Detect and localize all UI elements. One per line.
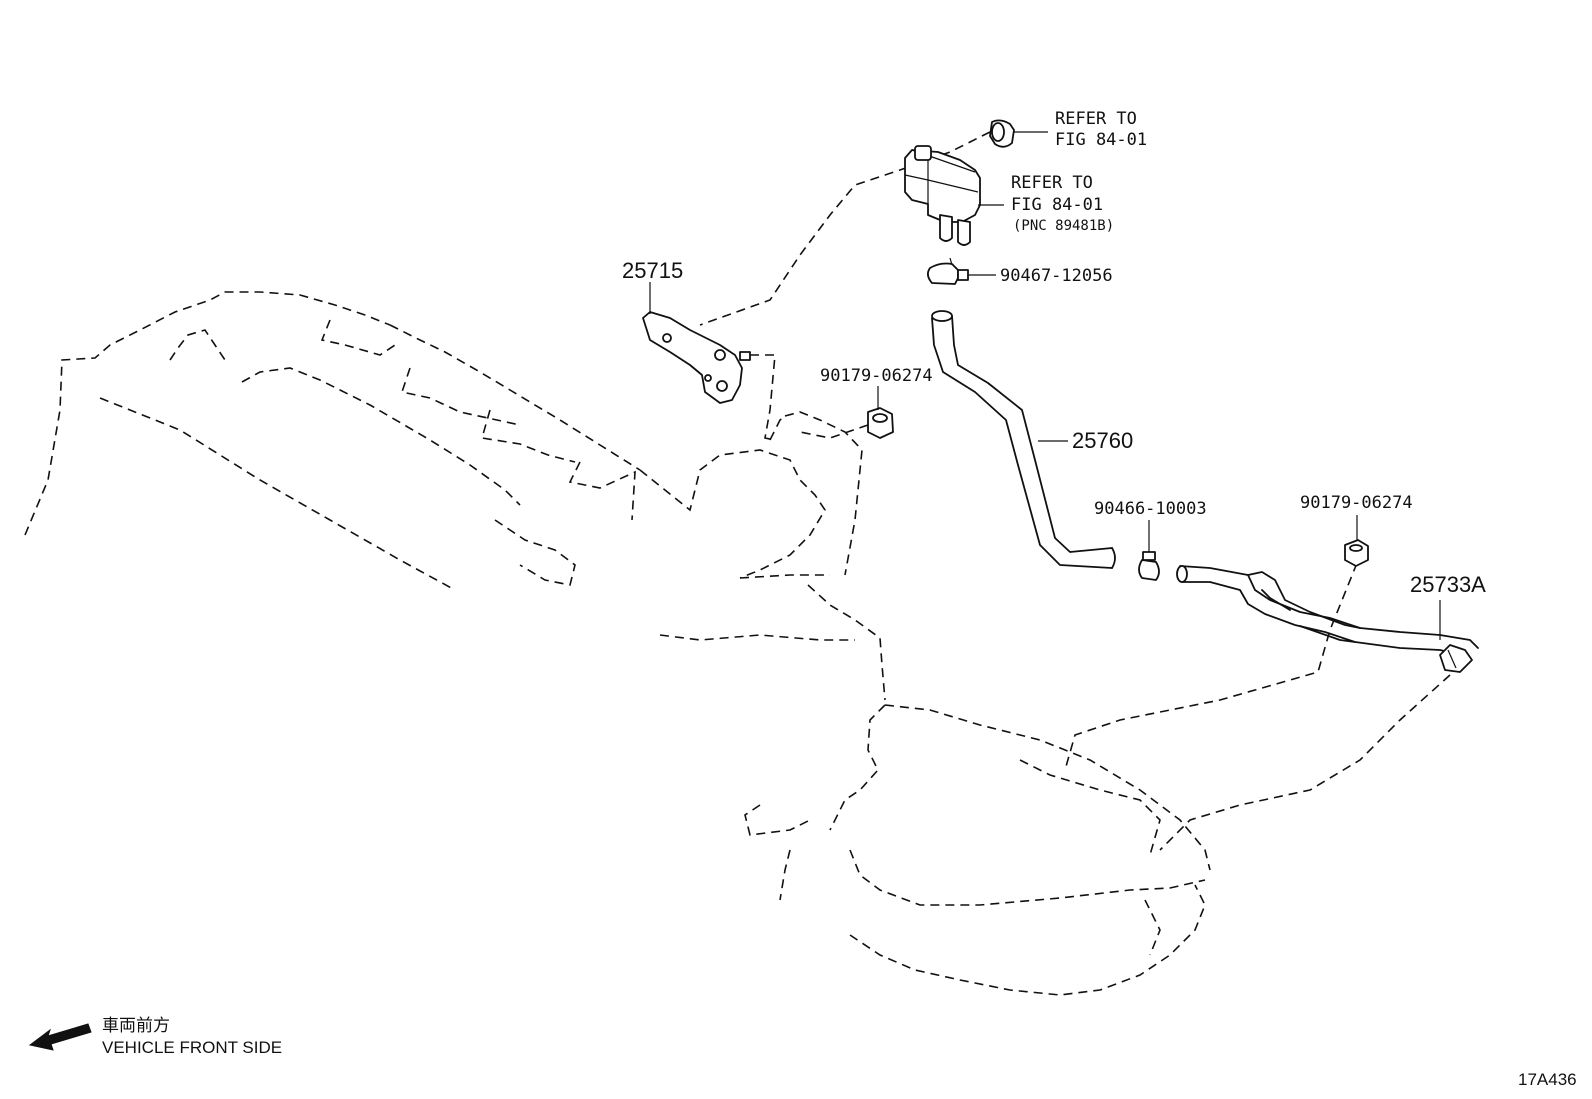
vehicle-front-label-jp: 車両前方 (102, 1016, 170, 1035)
refer-sensor-label-1: REFER TO (1011, 173, 1093, 193)
part-number-25760: 25760 (1072, 428, 1133, 453)
figure-id: 17A436 (1518, 1070, 1577, 1089)
part-number-90179-06274-a: 90179-06274 (820, 366, 933, 386)
grommet-top-part (989, 119, 1015, 148)
clip-90466-part (1138, 551, 1160, 581)
association-lines (699, 131, 1451, 851)
grommet-90179-b-part (1344, 539, 1369, 567)
hose-25733a-part (1176, 565, 1479, 673)
part-number-90466-10003: 90466-10003 (1094, 499, 1207, 519)
callout-labels: REFER TO FIG 84-01 REFER TO FIG 84-01 (P… (622, 109, 1486, 597)
refer-sensor-label-2: FIG 84-01 (1011, 195, 1103, 215)
refer-sensor-pnc-label: (PNC 89481B) (1013, 218, 1114, 234)
engine-outline (24, 291, 1211, 996)
bracket-25715-part (642, 311, 751, 404)
grommet-90179-a-part (867, 407, 894, 439)
hose-25760-part (931, 310, 1116, 569)
part-number-25733a: 25733A (1410, 572, 1486, 597)
refer-top-label-1: REFER TO (1055, 109, 1137, 129)
vehicle-front-legend: 車両前方 VEHICLE FRONT SIDE (28, 1016, 282, 1057)
part-number-90179-06274-b: 90179-06274 (1300, 493, 1413, 513)
vehicle-front-label-en: VEHICLE FRONT SIDE (102, 1038, 282, 1057)
part-number-90467-12056: 90467-12056 (1000, 266, 1113, 286)
vehicle-front-arrow-icon (28, 1023, 92, 1051)
refer-top-label-2: FIG 84-01 (1055, 130, 1147, 150)
clip-90467-part (927, 257, 969, 285)
part-number-25715: 25715 (622, 258, 683, 283)
leader-lines (649, 131, 1441, 640)
pressure-sensor-part (904, 145, 981, 246)
